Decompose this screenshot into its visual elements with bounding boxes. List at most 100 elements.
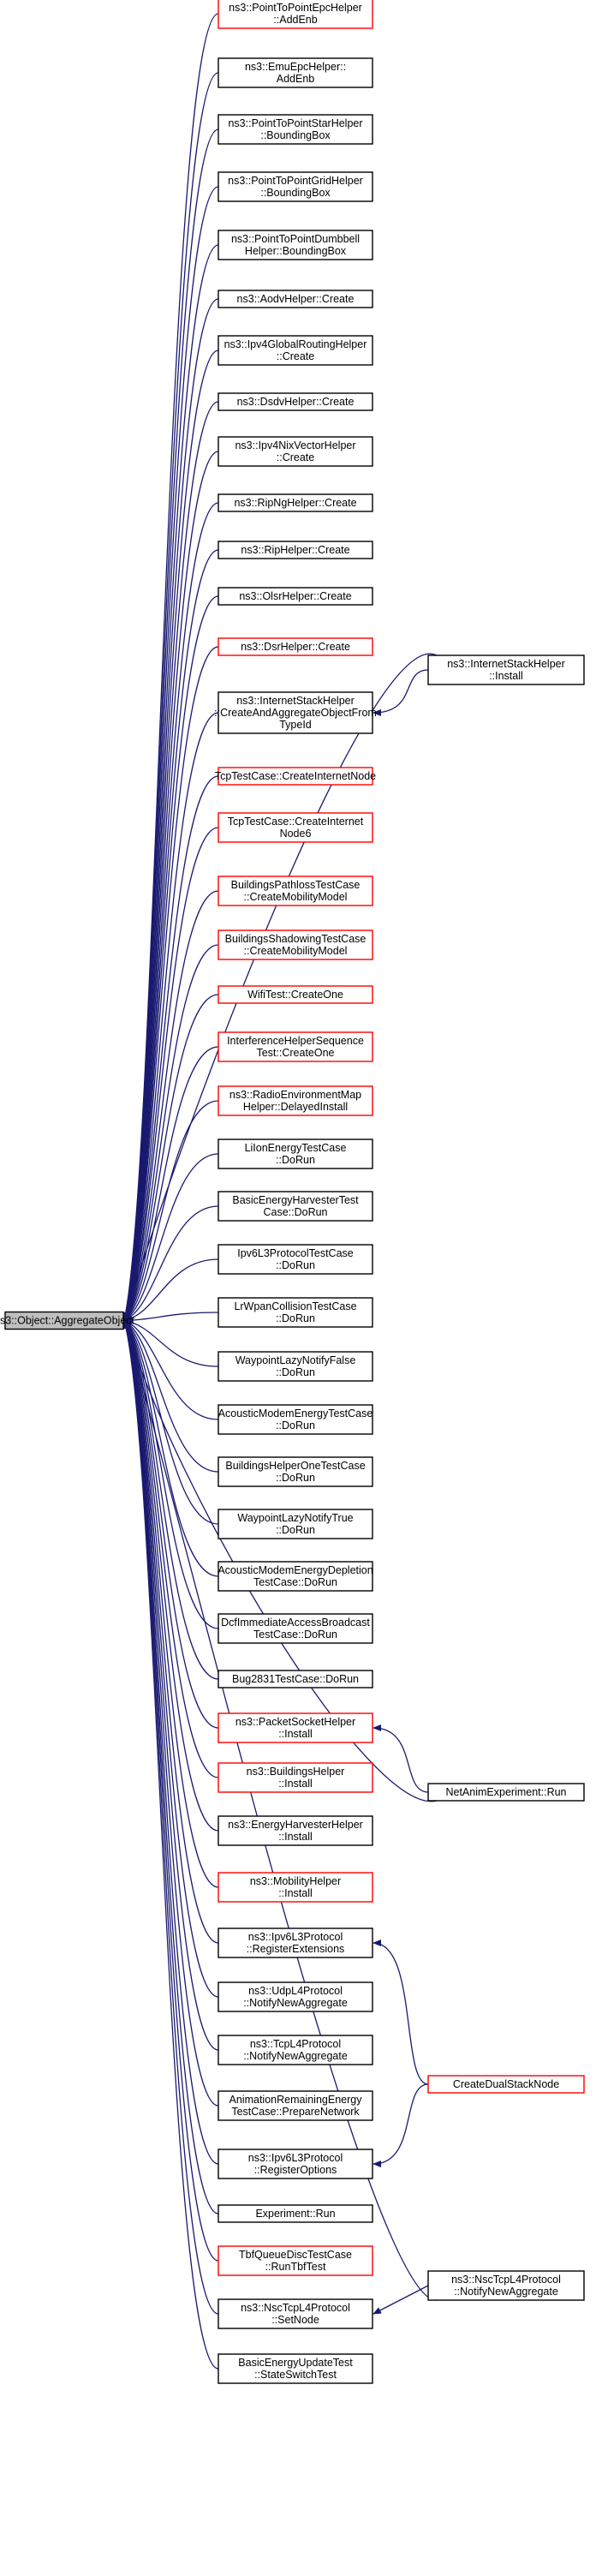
caller-node-waypointlazynotifytrue-dorun[interactable]: WaypointLazyNotifyTrue::DoRun [218,1509,373,1539]
caller-node-ns3-packetsockethelper-install-box [218,1712,373,1743]
caller-node-buildingsshadowingtestcase-createmobilitymodel-label-line: BuildingsShadowingTestCase [225,933,367,945]
caller-node-buildingshelperonetestcase-dorun[interactable]: BuildingsHelperOneTestCase::DoRun [218,1456,373,1487]
caller-node-ns3-pointtopointepchelper-addenb-box [218,0,373,29]
caller-node-dcfimmediateaccessbroadcast-testcase-dorun-label-line: TestCase::DoRun [253,1629,337,1641]
caller-node-ns3-pointtopointdumbbell-helper-boundingbox-label-line: ns3::PointToPointDumbbell [231,233,360,245]
caller-node-ns3-emuepchelper-addenb[interactable]: ns3::EmuEpcHelper::AddEnb [218,57,373,88]
caller-node-tcptestcase-createinternetnode[interactable]: TcpTestCase::CreateInternetNode [215,767,376,786]
caller-node-ns3-ipv4nixvectorhelper-create[interactable]: ns3::Ipv4NixVectorHelper::Create [218,436,373,467]
caller-node-waypointlazynotifyfalse-dorun-label-line: WaypointLazyNotifyFalse [235,1354,356,1366]
caller-node-lrwpancollisiontestcase-dorun-box [218,1297,373,1328]
caller-node-wifitest-createone-box [218,985,373,1004]
caller-node-waypointlazynotifyfalse-dorun[interactable]: WaypointLazyNotifyFalse::DoRun [218,1351,373,1382]
caller-node-buildingspathlosstestcase-createmobilitymodel[interactable]: BuildingsPathlossTestCase::CreateMobilit… [218,876,373,906]
caller-node-animationremainingenergy-testcase-preparenetwork[interactable]: AnimationRemainingEnergyTestCase::Prepar… [218,2090,373,2121]
caller-node-basicenergyupdatetest-stateswitchtest[interactable]: BasicEnergyUpdateTest::StateSwitchTest [218,2353,373,2384]
caller-node-buildingshelperonetestcase-dorun-label-line: ::DoRun [276,1472,315,1484]
caller-node-animationremainingenergy-testcase-preparenetwork-label-line: TestCase::PrepareNetwork [231,2106,360,2118]
caller-node-ns3-nsctcpl4protocol-setnode-label-line: ns3::NscTcpL4Protocol [241,2302,350,2314]
second-node-ns3-internetstackhelper-install-label-line: ::Install [489,670,523,682]
caller-node-ns3-ripnghelper-create-box [218,493,373,512]
caller-node-bug2831testcase-dorun[interactable]: Bug2831TestCase::DoRun [218,1670,373,1688]
caller-node-ns3-ripnghelper-create[interactable]: ns3::RipNgHelper::Create [218,493,373,512]
caller-node-ns3-ipv6l3protocol-registeroptions-box [218,2149,373,2179]
caller-node-ns3-nsctcpl4protocol-setnode[interactable]: ns3::NscTcpL4Protocol::SetNode [218,2298,373,2329]
call-edge [123,646,219,1322]
root-node-aggregate-object[interactable]: ns3::Object::AggregateObject [0,1311,135,1330]
caller-node-ns3-pointtopointstarhelper-boundingbox[interactable]: ns3::PointToPointStarHelper::BoundingBox [218,114,373,145]
caller-node-ns3-riphelper-create-label-line: ns3::RipHelper::Create [241,544,349,556]
caller-node-ns3-olsrhelper-create-box [218,587,373,606]
call-edge [372,669,429,716]
caller-node-ns3-ipv4globalroutinghelper-create[interactable]: ns3::Ipv4GlobalRoutingHelper::Create [218,335,373,366]
caller-node-wifitest-createone[interactable]: WifiTest::CreateOne [218,985,373,1004]
call-edge [123,1319,219,2165]
caller-node-ns3-mobilityhelper-install-label-line: ns3::MobilityHelper [250,1875,341,1887]
caller-node-ns3-aodvhelper-create-label-line: ns3::AodvHelper::Create [237,293,355,305]
caller-node-ns3-buildingshelper-install[interactable]: ns3::BuildingsHelper::Install [218,1762,373,1793]
caller-node-ns3-aodvhelper-create[interactable]: ns3::AodvHelper::Create [218,290,373,308]
second-node-netanimexperiment-run-box [427,1783,585,1802]
caller-node-ns3-energyharvesterhelper-install[interactable]: ns3::EnergyHarvesterHelper::Install [218,1815,373,1846]
caller-node-ns3-pointtopointdumbbell-helper-boundingbox[interactable]: ns3::PointToPointDumbbellHelper::Boundin… [218,230,373,260]
second-node-createdualstacknode[interactable]: CreateDualStackNode [427,2075,585,2094]
caller-node-ns3-internetstackhelper-createandaggregateobjectfrom-typeid-box [218,691,373,734]
caller-node-ipv6l3protocoltestcase-dorun-box [218,1244,373,1275]
caller-node-waypointlazynotifytrue-dorun-label-line: WaypointLazyNotifyTrue [237,1512,353,1524]
caller-node-ns3-tcpl4protocol-notifynewaggregate[interactable]: ns3::TcpL4Protocol::NotifyNewAggregate [218,2035,373,2065]
caller-node-ns3-radioenvironmentmap-helper-delayedinstall[interactable]: ns3::RadioEnvironmentMapHelper::DelayedI… [218,1085,373,1116]
caller-node-ns3-udpl4protocol-notifynewaggregate-label-line: ns3::UdpL4Protocol [248,1985,343,1997]
caller-node-tbfqueuedisctestcase-runtbftest[interactable]: TbfQueueDiscTestCase::RunTbfTest [218,2245,373,2276]
call-edge [122,1319,219,2262]
caller-node-ns3-pointtopointstarhelper-boundingbox-label-line: ::BoundingBox [260,129,331,141]
caller-node-ns3-udpl4protocol-notifynewaggregate[interactable]: ns3::UdpL4Protocol::NotifyNewAggregate [218,1981,373,2012]
caller-node-buildingshelperonetestcase-dorun-box [218,1456,373,1487]
caller-node-buildingspathlosstestcase-createmobilitymodel-label-line: ::CreateMobilityModel [244,891,348,903]
caller-node-ns3-internetstackhelper-createandaggregateobjectfrom-typeid[interactable]: ns3::InternetStackHelper::CreateAndAggre… [214,691,377,734]
caller-node-ns3-dsdvhelper-create[interactable]: ns3::DsdvHelper::Create [218,392,373,411]
caller-node-tcptestcase-createinternetnode-label-line: TcpTestCase::CreateInternetNode [215,770,376,782]
caller-node-ns3-olsrhelper-create[interactable]: ns3::OlsrHelper::Create [218,587,373,606]
second-node-createdualstacknode-box [427,2075,585,2094]
caller-node-ns3-buildingshelper-install-label-line: ::Install [278,1778,313,1790]
caller-node-experiment-run-label-line: Experiment::Run [255,2208,335,2220]
caller-node-ns3-mobilityhelper-install[interactable]: ns3::MobilityHelper::Install [218,1872,373,1903]
caller-node-dcfimmediateaccessbroadcast-testcase-dorun[interactable]: DcfImmediateAccessBroadcastTestCase::DoR… [218,1613,373,1644]
caller-node-liionenergytestcase-dorun[interactable]: LiIonEnergyTestCase::DoRun [218,1139,373,1169]
call-edge [123,1319,219,1944]
caller-node-ns3-ipv6l3protocol-registeroptions[interactable]: ns3::Ipv6L3Protocol::RegisterOptions [218,2149,373,2179]
caller-node-ns3-ipv6l3protocol-registerextensions[interactable]: ns3::Ipv6L3Protocol::RegisterExtensions [218,1928,373,1958]
caller-node-experiment-run[interactable]: Experiment::Run [218,2204,373,2223]
caller-node-buildingspathlosstestcase-createmobilitymodel-box [218,876,373,906]
caller-node-acousticmodemenergytestcase-dorun[interactable]: AcousticModemEnergyTestCase::DoRun [218,1404,373,1435]
caller-node-ns3-packetsockethelper-install-label-line: ns3::PacketSocketHelper [235,1716,355,1728]
caller-node-buildingsshadowingtestcase-createmobilitymodel[interactable]: BuildingsShadowingTestCase::CreateMobili… [218,929,373,960]
caller-node-bug2831testcase-dorun-label-line: Bug2831TestCase::DoRun [232,1673,359,1685]
second-node-netanimexperiment-run-label-line: NetAnimExperiment::Run [445,1786,566,1798]
caller-node-ns3-pointtopointepchelper-addenb[interactable]: ns3::PointToPointEpcHelper::AddEnb [218,0,373,29]
call-edge [123,1319,219,1525]
caller-node-interferencehelpersequence-test-createone[interactable]: InterferenceHelperSequenceTest::CreateOn… [218,1031,373,1062]
caller-node-liionenergytestcase-dorun-label-line: ::DoRun [276,1154,315,1166]
caller-node-liionenergytestcase-dorun-box [218,1139,373,1169]
caller-node-ns3-riphelper-create[interactable]: ns3::RipHelper::Create [218,541,373,559]
caller-node-ns3-dsrhelper-create[interactable]: ns3::DsrHelper::Create [218,637,373,656]
caller-node-ns3-olsrhelper-create-label-line: ns3::OlsrHelper::Create [239,590,351,602]
caller-node-ns3-packetsockethelper-install[interactable]: ns3::PacketSocketHelper::Install [218,1712,373,1743]
caller-node-tbfqueuedisctestcase-runtbftest-label-line: ::RunTbfTest [265,2261,326,2273]
caller-node-lrwpancollisiontestcase-dorun[interactable]: LrWpanCollisionTestCase::DoRun [218,1297,373,1328]
caller-node-ns3-radioenvironmentmap-helper-delayedinstall-label-line: Helper::DelayedInstall [243,1101,348,1113]
caller-node-ns3-pointtopointgridhelper-boundingbox[interactable]: ns3::PointToPointGridHelper::BoundingBox [218,171,373,202]
second-node-ns3-internetstackhelper-install[interactable]: ns3::InternetStackHelper::Install [427,654,585,685]
caller-node-ns3-ipv6l3protocol-registerextensions-box [218,1928,373,1958]
caller-node-acousticmodemenergydepletion-testcase-dorun-label-line: AcousticModemEnergyDepletion [218,1564,372,1576]
caller-node-acousticmodemenergydepletion-testcase-dorun-label-line: TestCase::DoRun [253,1576,337,1588]
second-node-ns3-nsctcpl4protocol-notifynewaggregate[interactable]: ns3::NscTcpL4Protocol::NotifyNewAggregat… [427,2270,585,2301]
call-edge [123,1319,219,1473]
second-node-netanimexperiment-run[interactable]: NetAnimExperiment::Run [427,1783,585,1802]
caller-node-ipv6l3protocoltestcase-dorun[interactable]: Ipv6L3ProtocolTestCase::DoRun [218,1244,373,1275]
caller-node-acousticmodemenergydepletion-testcase-dorun[interactable]: AcousticModemEnergyDepletionTestCase::Do… [218,1561,373,1592]
caller-node-ns3-energyharvesterhelper-install-box [218,1815,373,1846]
